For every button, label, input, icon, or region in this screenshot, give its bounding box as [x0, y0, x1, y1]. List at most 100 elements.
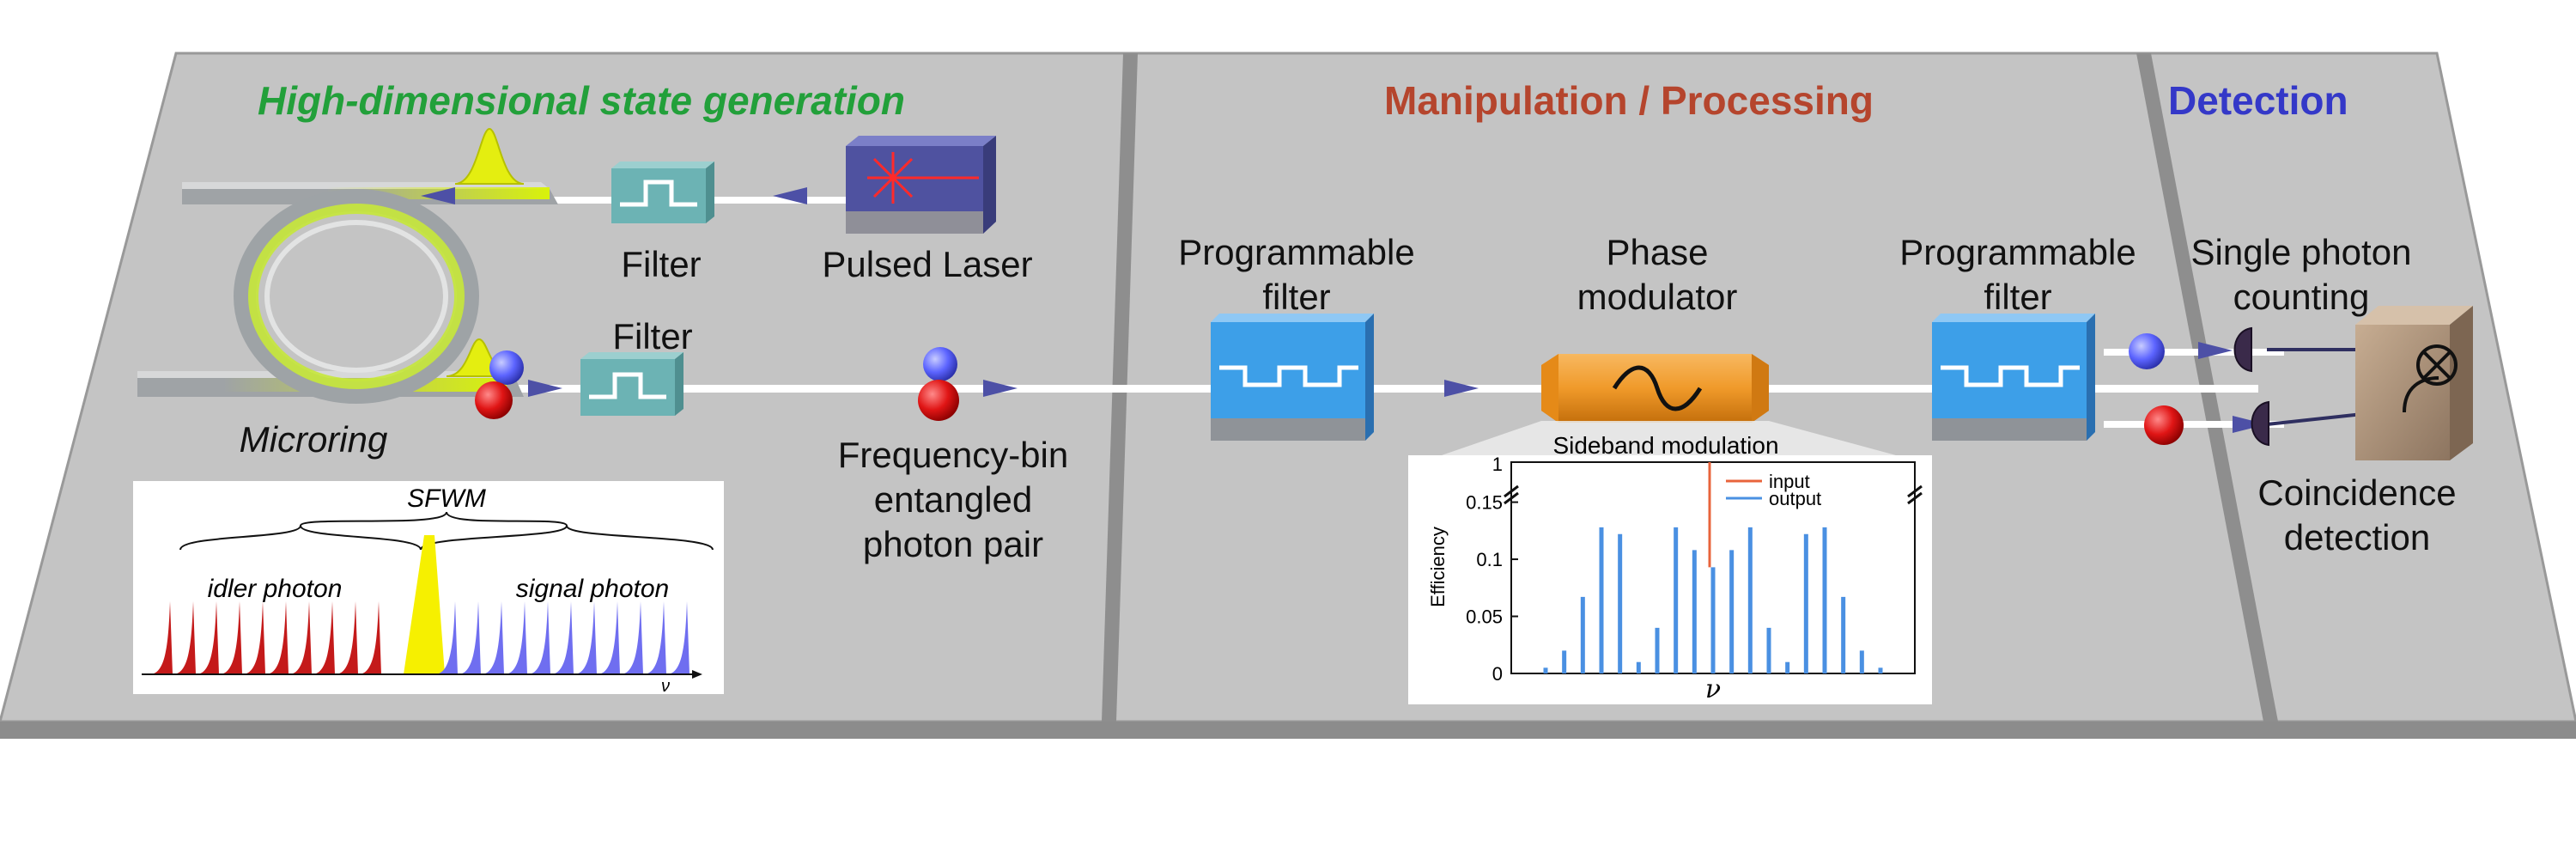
laser-star-icon	[867, 152, 919, 204]
platform-front-edge	[0, 722, 2576, 739]
chart-xlabel: ν	[1705, 674, 1721, 704]
zoom-callout	[1417, 421, 1928, 464]
y-tick-label: 0.15	[1466, 492, 1503, 514]
axis-break-right-icon	[1907, 484, 1923, 505]
photon-red-microring	[475, 381, 513, 419]
sfwm-brace-top	[179, 511, 568, 551]
label-phase-modulator-line-1: Phase	[1606, 232, 1709, 272]
sfwm-axis-label: ν	[661, 677, 670, 696]
sfwm-brace-right	[420, 525, 714, 551]
arrow-main-1-icon	[528, 380, 562, 397]
label-prog-filter-1-line-2: filter	[1262, 277, 1331, 317]
label-pulsed-laser: Pulsed Laser	[822, 244, 1033, 284]
idler-peak	[196, 601, 219, 674]
signal-peak	[597, 601, 620, 674]
legend-output: output	[1769, 488, 1821, 509]
idler-peak	[173, 601, 196, 674]
signal-peak	[666, 601, 690, 674]
signal-label: signal photon	[516, 575, 669, 603]
arrow-det-top-icon	[2198, 342, 2233, 359]
y-tick-label: 0.1	[1476, 549, 1503, 570]
label-filter-bottom: Filter	[612, 316, 693, 356]
label-coincidence: Coincidence detection	[2224, 471, 2490, 560]
filter-bottom-box	[580, 352, 683, 416]
sfwm-inset: SFWM idler photon signal photon ν	[133, 481, 724, 696]
label-prog-filter-2-line-1: Programmable	[1899, 232, 2136, 272]
phase-modulator-box	[1541, 354, 1769, 423]
chart-title: Sideband modulation	[1552, 432, 1778, 459]
single-photon-detector-bottom-icon	[2251, 400, 2269, 447]
sine-wave-icon	[1612, 365, 1703, 411]
label-prog-filter-2: Programmable filter	[1872, 230, 2164, 320]
idler-peak	[312, 601, 335, 674]
detector-line-top	[2104, 349, 2284, 356]
filter-top-box	[611, 161, 714, 223]
section-title-processing: Manipulation / Processing	[1384, 78, 1874, 123]
label-phase-modulator: Phase modulator	[1528, 230, 1786, 320]
signal-peak	[458, 601, 481, 674]
photon-blue-detector	[2129, 333, 2165, 369]
y-tick-label: 0	[1492, 663, 1503, 685]
y-tick-label: 0.05	[1466, 606, 1503, 628]
xor-symbol-icon	[2416, 344, 2458, 386]
programmable-filter-2-box	[1932, 314, 2095, 441]
signal-peak	[643, 601, 666, 674]
label-single-photon-line-1: Single photon	[2190, 232, 2412, 272]
photon-red-pair	[918, 380, 959, 421]
idler-peak	[149, 601, 173, 674]
sfwm-axis-arrow-icon	[692, 670, 702, 679]
photon-blue-pair	[923, 347, 957, 381]
microring-inner	[264, 220, 448, 373]
label-phase-modulator-line-2: modulator	[1577, 277, 1738, 317]
label-single-photon: Single photon counting	[2172, 230, 2430, 320]
label-entangled-pair: Frequency-bin entangled photon pair	[773, 433, 1133, 567]
signal-peak	[620, 601, 643, 674]
section-title-generation: High-dimensional state generation	[258, 78, 905, 123]
arrow-main-3-icon	[1444, 380, 1479, 397]
pulsed-laser-box	[846, 136, 996, 234]
section-title-detection: Detection	[2168, 78, 2348, 123]
label-prog-filter-2-line-2: filter	[1984, 277, 2052, 317]
signal-peak	[527, 601, 550, 674]
signal-peak	[504, 601, 527, 674]
sfwm-title: SFWM	[407, 484, 486, 513]
single-photon-detector-top-icon	[2233, 326, 2252, 373]
legend-input: input	[1769, 471, 1810, 492]
label-coincidence-line-2: detection	[2283, 517, 2431, 557]
chart-legend: input output	[1726, 471, 1821, 509]
idler-peak	[219, 601, 242, 674]
coincidence-detector-box	[2355, 306, 2473, 460]
label-prog-filter-1-line-1: Programmable	[1178, 232, 1415, 272]
label-entangled-pair-line-1: Frequency-bin	[837, 435, 1069, 475]
arrow-upper-right-icon	[773, 187, 807, 204]
detector-line-bottom	[2104, 421, 2284, 428]
idler-peak	[358, 601, 381, 674]
signal-peak	[481, 601, 504, 674]
label-filter-top: Filter	[621, 244, 702, 284]
label-entangled-pair-line-3: photon pair	[862, 524, 1044, 564]
pump-pulse-upper-icon	[454, 127, 525, 185]
idler-peak	[289, 601, 312, 674]
signal-peak	[550, 601, 574, 674]
label-microring: Microring	[239, 419, 388, 460]
chart-ylabel: Efficiency	[1427, 527, 1449, 607]
pump-peak	[404, 535, 445, 674]
y-tick-label-break: 1	[1492, 454, 1503, 475]
microring-outer	[234, 189, 479, 404]
signal-peak	[434, 601, 458, 674]
label-single-photon-line-2: counting	[2233, 277, 2370, 317]
idler-peak	[242, 601, 265, 674]
programmable-filter-1-box	[1211, 314, 1374, 441]
label-coincidence-line-1: Coincidence	[2257, 472, 2457, 513]
photon-red-detector	[2144, 405, 2184, 445]
signal-peak	[574, 601, 597, 674]
label-prog-filter-1: Programmable filter	[1151, 230, 1443, 320]
idler-label: idler photon	[208, 575, 343, 603]
idler-peak	[265, 601, 289, 674]
upper-waveguide-line	[515, 197, 996, 204]
sideband-chart: Sideband modulation 0 0.05 0.1 0.15 1 Effici…	[1408, 432, 1932, 704]
axis-break-left-icon	[1504, 484, 1519, 505]
microring-glow	[248, 204, 465, 389]
arrow-upper-left-icon	[421, 187, 455, 204]
